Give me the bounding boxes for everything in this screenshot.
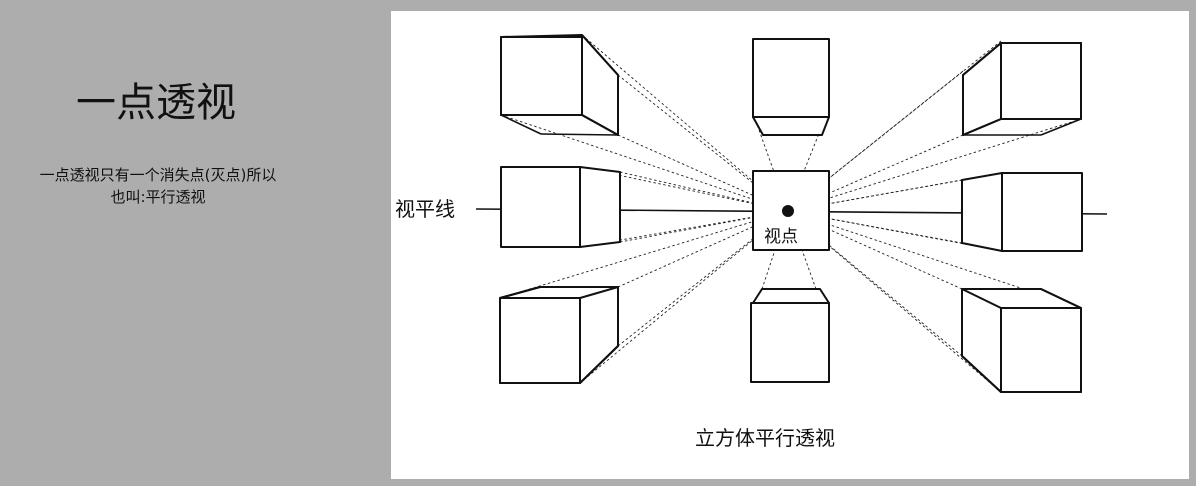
page-title: 一点透视 — [76, 80, 236, 126]
description-line-2: 也叫:平行透视 — [110, 188, 206, 206]
cube-top-center — [752, 38, 830, 136]
viewpoint-label: 视点 — [764, 227, 798, 247]
vanishing-point — [782, 205, 794, 217]
description: 一点透视只有一个消失点(灭点)所以 也叫:平行透视 — [4, 164, 312, 208]
cube-middle-right — [961, 172, 1083, 252]
description-line-1: 一点透视只有一个消失点(灭点)所以 — [39, 166, 277, 184]
one-point-perspective-diagram: 视平线 视点 立方体平行透视 — [395, 34, 1108, 450]
cube-bottom-left — [499, 286, 619, 384]
perspective-figure: 视平线 视点 立方体平行透视 — [391, 11, 1189, 479]
cube-top-right — [962, 42, 1082, 136]
figure-caption: 立方体平行透视 — [695, 426, 835, 450]
horizon-label: 视平线 — [395, 197, 455, 221]
text-panel: 一点透视 一点透视只有一个消失点(灭点)所以 也叫:平行透视 — [0, 0, 390, 486]
cube-bottom-right — [961, 288, 1082, 393]
cube-bottom-center — [750, 288, 830, 383]
cubes — [499, 34, 1083, 393]
cube-middle-left — [500, 166, 621, 248]
cube-top-left — [500, 34, 619, 136]
